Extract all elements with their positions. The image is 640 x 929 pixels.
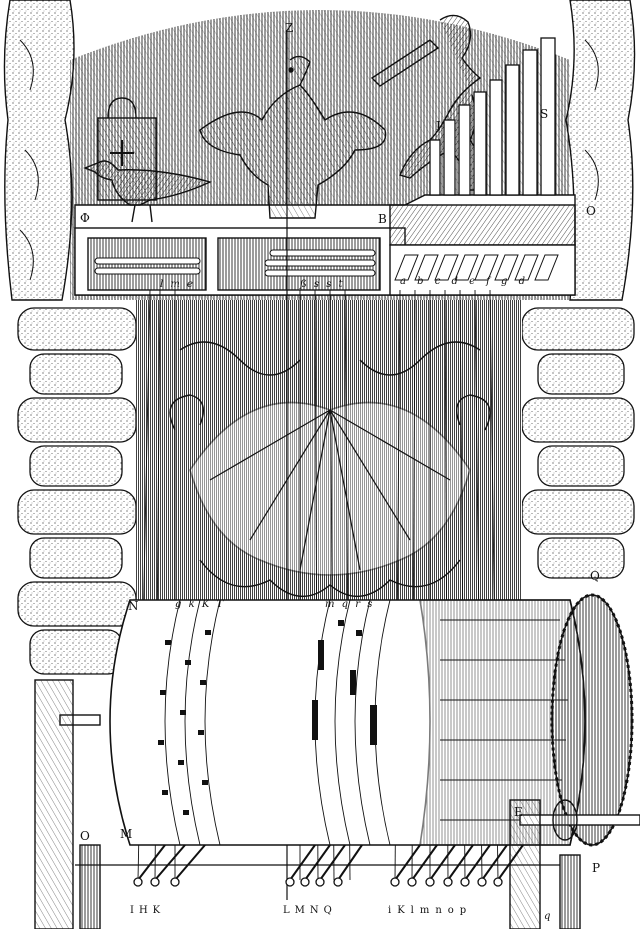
rock-pillar-right [565,0,636,301]
bottom-group-iklmnop: iKlmnop [388,905,473,916]
bottom-group-ihk: IHK [130,905,166,916]
label-q: Q [590,569,600,583]
bottom-group-lmnq: LMNQ [283,905,337,916]
bird-automaton-left [83,160,213,223]
label-phi: Φ [80,211,90,225]
label-z: Z [285,21,294,35]
label-q-small: q [544,911,551,922]
barrel-letters-mid: m q r s [325,599,375,610]
label-b: B [378,212,387,226]
lever-rail [75,844,560,887]
mechanism-cabinet [74,194,576,296]
shell-ornament-wall [136,300,522,600]
barrel-letters-left: g k K T [175,599,226,610]
stone-blocks-right [521,307,635,579]
key-letter-row: a b c d e f g d [400,276,530,287]
label-i: I [436,119,441,133]
label-m: M [120,827,133,841]
label-o-right: O [586,204,596,218]
axle-shaft [59,714,640,841]
small-letter-row-mid: ß s s t [300,279,345,290]
label-p: P [592,861,601,875]
gear-wheel [550,593,634,847]
small-letter-row-left: l m e [160,279,195,290]
stone-blocks-left [17,307,137,675]
rock-pillar-left [3,0,75,301]
label-n: N [128,599,139,613]
label-e: E [514,805,523,819]
organ-pipes [429,37,556,196]
label-s: S [540,107,549,121]
label-o-left: O [80,829,90,843]
